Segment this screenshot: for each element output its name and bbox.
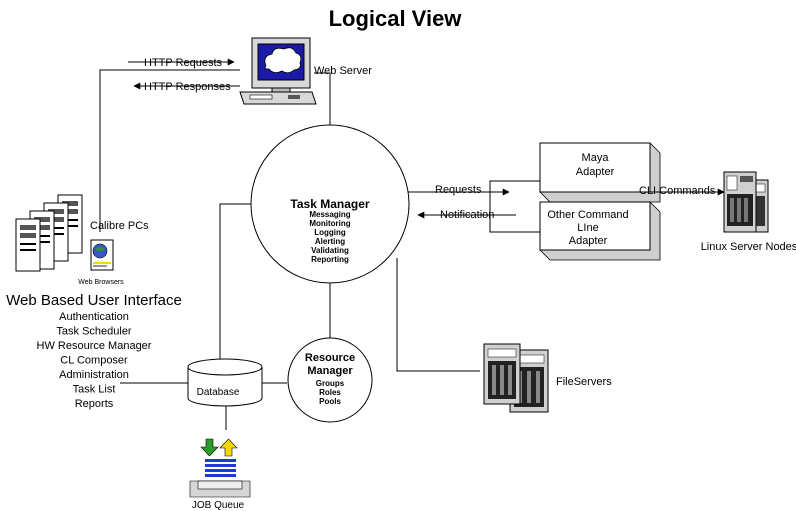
calibre-pcs-label: Calibre PCs	[90, 220, 149, 232]
http-responses-label: HTTP Responses	[144, 81, 231, 93]
maya-adapter-label-line2: Adapter	[576, 166, 615, 178]
web-ui-feature-item: Authentication	[59, 311, 129, 323]
other-adapter-label-line3: Adapter	[569, 235, 608, 247]
job-queue-icon	[189, 438, 251, 498]
task-manager-item: Validating	[311, 246, 349, 255]
resource-manager-title-line2: Manager	[307, 365, 353, 377]
requests-label: Requests	[435, 184, 482, 196]
linux-server-nodes-label: Linux Server Nodes	[701, 241, 796, 253]
arrow-up-icon	[219, 438, 238, 457]
web-ui-feature-item: Administration	[59, 369, 129, 381]
cli-commands-label: CLI Commands	[639, 185, 716, 197]
maya-adapter-box: Maya Adapter	[539, 142, 661, 203]
task-manager-title: Task Manager	[290, 197, 369, 211]
task-manager-item: Messaging	[309, 210, 350, 219]
web-ui-feature-item: Task Scheduler	[56, 326, 132, 338]
web-ui-feature-item: HW Resource Manager	[37, 340, 152, 352]
database-cylinder-icon	[187, 358, 263, 407]
web-browsers-label: Web Browsers	[78, 279, 124, 286]
web-server-computer-icon	[239, 37, 317, 105]
web-browser-icon	[90, 239, 114, 271]
arrow-down-icon	[200, 438, 219, 457]
task-manager-node: Task Manager MessagingMonitoringLoggingA…	[250, 124, 410, 284]
linux-server-nodes-icon	[723, 171, 769, 233]
database-label: Database	[197, 387, 240, 398]
task-manager-items: MessagingMonitoringLoggingAlertingValida…	[309, 210, 350, 264]
http-requests-label: HTTP Requests	[144, 57, 223, 69]
web-ui-feature-item: Reports	[75, 398, 114, 410]
resource-manager-title-line1: Resource	[305, 352, 355, 364]
web-ui-feature-item: CL Composer	[60, 355, 128, 367]
task-manager-item: Logging	[314, 228, 346, 237]
notification-label: Notification	[440, 209, 494, 221]
diagram-title: Logical View	[329, 6, 463, 31]
task-manager-item: Reporting	[311, 255, 349, 264]
file-servers-icon	[483, 343, 549, 413]
job-queue-label: JOB Queue	[192, 500, 245, 511]
web-ui-feature-item: Task List	[73, 384, 116, 396]
web-server-label: Web Server	[314, 65, 372, 77]
http-arrows: HTTP Requests HTTP Responses	[128, 57, 240, 93]
other-adapter-label-line1: Other Command	[547, 209, 628, 221]
resource-manager-item: Roles	[319, 388, 341, 397]
calibre-pcs-icon	[15, 194, 83, 272]
maya-adapter-label-line1: Maya	[582, 152, 610, 164]
web-ui-title: Web Based User Interface	[6, 292, 182, 309]
resource-manager-item: Groups	[316, 379, 345, 388]
file-servers-label: FileServers	[556, 376, 612, 388]
task-manager-item: Monitoring	[309, 219, 350, 228]
other-adapter-label-line2: LIne	[577, 222, 598, 234]
task-manager-item: Alerting	[315, 237, 345, 246]
connector-lines	[99, 69, 735, 430]
resource-manager-item: Pools	[319, 397, 341, 406]
other-command-line-adapter-box: Other Command LIne Adapter	[539, 201, 661, 261]
